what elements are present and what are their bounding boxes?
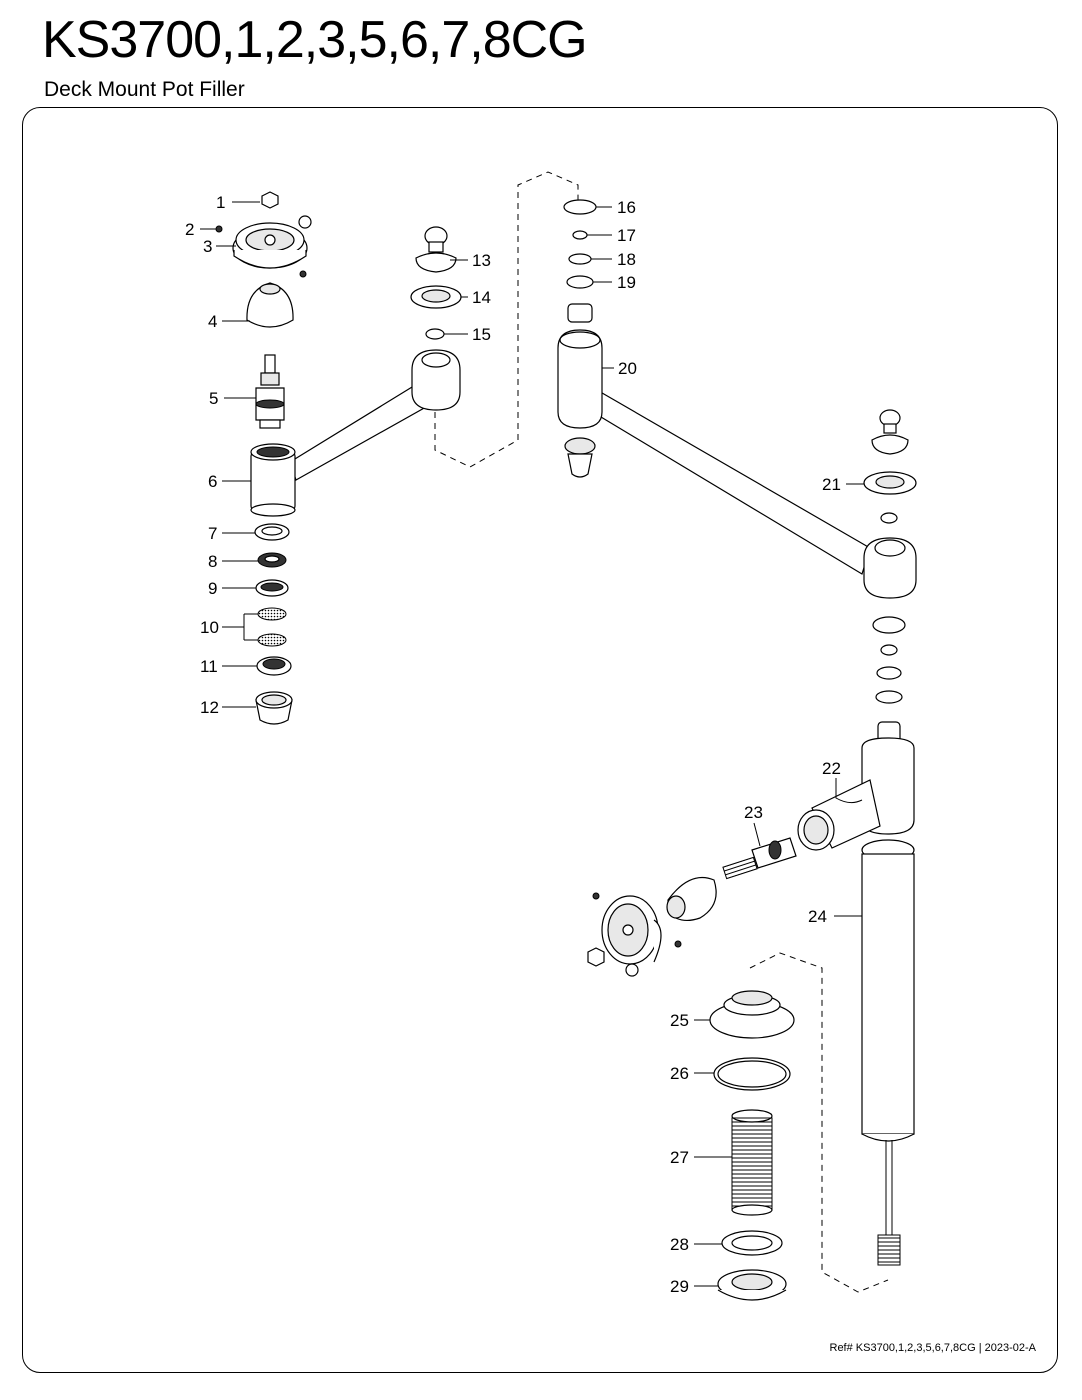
callout-13: 13 [472,251,491,270]
callout-2: 2 [185,220,194,239]
part-handle-sleeve-right [666,876,717,922]
part-20-swing-arm [557,303,871,575]
part-16-o-ring [563,199,597,215]
part-2-set-screw [215,225,307,278]
callout-10: 10 [200,618,219,637]
callout-8: 8 [208,552,217,571]
diagram-frame [22,107,1058,1373]
callout-19: 19 [617,273,636,292]
callout-16: 16 [617,198,636,217]
part-8-washer [257,552,287,568]
callout-4: 4 [208,312,217,331]
part-11-aerator-insert [256,656,292,676]
part-3-wheel-handle [232,215,312,269]
part-28-washer [721,1230,783,1256]
assembly-line-upper [434,171,579,468]
callout-27: 27 [670,1148,689,1167]
callout-25: 25 [670,1011,689,1030]
callout-21: 21 [822,475,841,494]
part-5-cartridge [255,354,285,429]
callout-11: 11 [200,657,218,676]
part-26-gasket [713,1057,791,1091]
part-10-screens [257,607,287,647]
part-22-valve-body [797,737,915,851]
assembly-line-lower [749,952,889,1293]
part-swivel-joint-right [863,537,917,599]
callout-6: 6 [208,472,217,491]
part-12-aerator-housing [255,691,293,725]
part-17-bushing [572,230,588,240]
part-o-ring-stack-right [872,616,906,747]
callout-leaders [200,201,864,1287]
callout-26: 26 [670,1064,689,1083]
part-19-o-ring [566,275,594,289]
callout-1: 1 [216,193,225,212]
callout-23: 23 [744,803,763,822]
part-27-threaded-shank [731,1109,773,1216]
callout-14: 14 [472,288,491,307]
page-title: KS3700,1,2,3,5,6,7,8CG [42,11,588,69]
callout-5: 5 [209,389,218,408]
part-14-escutcheon [410,285,462,309]
callout-7: 7 [208,524,217,543]
page-subtitle: Deck Mount Pot Filler [44,78,245,101]
callout-15: 15 [472,325,491,344]
part-7-gasket [254,523,290,541]
part-finial-right [871,409,909,455]
part-swivel-joint-upper [411,349,461,411]
part-25-base-flange [709,990,795,1039]
part-wheel-handle-right [587,892,682,977]
part-1-index-button [261,191,279,209]
callout-12: 12 [200,698,219,717]
callout-28: 28 [670,1235,689,1254]
part-9-gasket [255,579,289,597]
callout-9: 9 [208,579,217,598]
callout-17: 17 [617,226,636,245]
part-24-riser-tube [861,839,915,1266]
callout-24: 24 [808,907,827,926]
callout-20: 20 [618,359,637,378]
callout-18: 18 [617,250,636,269]
part-21-escutcheon [863,471,917,524]
part-4-handle-sleeve [246,282,294,328]
callout-22: 22 [822,759,841,778]
callout-numbers: 1 2 3 4 5 6 7 8 9 10 11 12 13 14 15 16 1… [185,193,841,1296]
part-13-finial [415,226,457,273]
part-15-o-ring [425,328,445,340]
callout-29: 29 [670,1277,689,1296]
part-23-cartridge [722,837,797,880]
part-29-mounting-nut [717,1269,787,1301]
part-18-o-ring [568,253,592,265]
callout-3: 3 [203,237,212,256]
reference-number: Ref# KS3700,1,2,3,5,6,7,8CG | 2023-02-A [829,1342,1037,1354]
